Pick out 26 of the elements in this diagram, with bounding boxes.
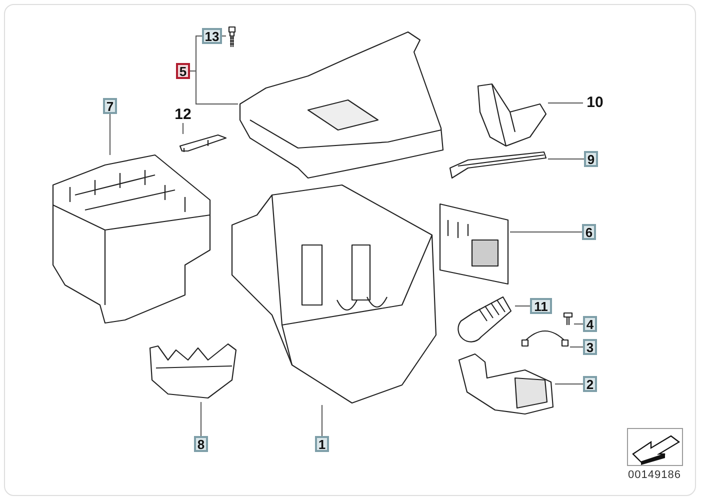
callout-number: 13 [202, 28, 222, 44]
callout-number: 7 [103, 98, 117, 114]
leader-line [570, 346, 584, 348]
cover-drawing [238, 30, 445, 180]
callout-number: 3 [583, 339, 597, 355]
bracket-drawing [178, 134, 228, 152]
leader-line [190, 70, 238, 104]
leader-line [548, 102, 584, 104]
callout-number: 6 [582, 224, 596, 240]
diagram-number: 00149186 [628, 469, 681, 481]
housing-drawing [232, 185, 436, 405]
leader-line [182, 122, 184, 134]
leader-line [548, 158, 584, 160]
leader-line [200, 402, 202, 436]
callout-number: 12 [171, 107, 195, 123]
callout-number: 1 [315, 436, 329, 452]
screw-drawing [562, 312, 574, 326]
callout-number: 10 [583, 95, 607, 111]
callout-number: 4 [583, 316, 597, 332]
callout-number: 8 [194, 436, 208, 452]
callout-number: 5 [176, 63, 190, 79]
bolt-drawing [226, 26, 238, 48]
trim-strip-drawing [448, 150, 548, 180]
callout-number: 9 [584, 151, 598, 167]
callout-number: 2 [583, 376, 597, 392]
callout-number: 11 [530, 298, 552, 314]
